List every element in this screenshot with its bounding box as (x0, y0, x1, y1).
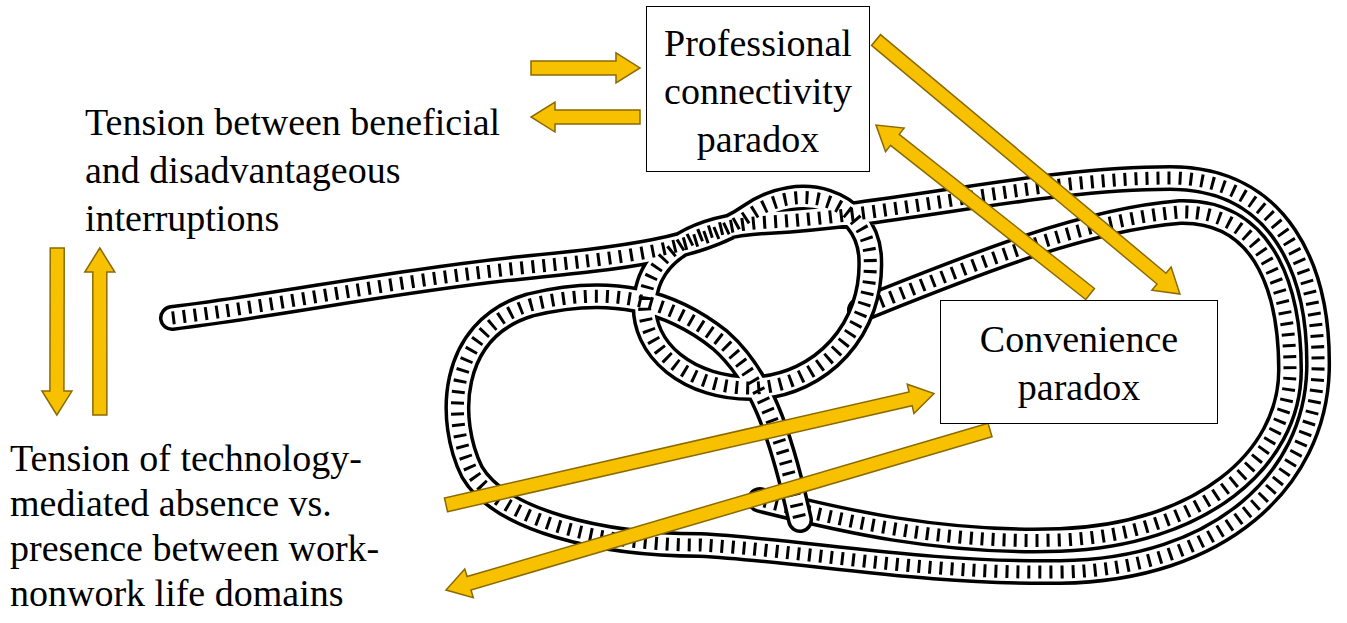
rope-fill (760, 212, 1290, 540)
node-text: Convenience paradox (953, 315, 1205, 411)
node-text: Tension between beneficial and disadvant… (85, 98, 525, 242)
block-arrow (876, 125, 1094, 299)
block-arrow (531, 53, 640, 83)
rope-fill (172, 178, 1318, 572)
tension-text: Tension of technology-mediated absence v… (10, 421, 440, 616)
paradox-box: Professional connectivity paradox (646, 6, 870, 172)
rope-twist (172, 178, 1318, 572)
node-text: Professional connectivity paradox (659, 19, 857, 163)
block-arrow (42, 248, 72, 415)
tension-text: Tension between beneficial and disadvant… (30, 50, 525, 242)
rope-outline (172, 178, 1318, 572)
rope-outline (760, 212, 1290, 540)
paradox-box: Convenience paradox (940, 300, 1218, 424)
node-text: Tension of technology-mediated absence v… (10, 436, 430, 616)
rope-twist (760, 212, 1290, 540)
block-arrow (531, 102, 640, 132)
block-arrow (85, 248, 115, 415)
block-arrow (446, 423, 992, 597)
block-arrow (444, 384, 934, 511)
